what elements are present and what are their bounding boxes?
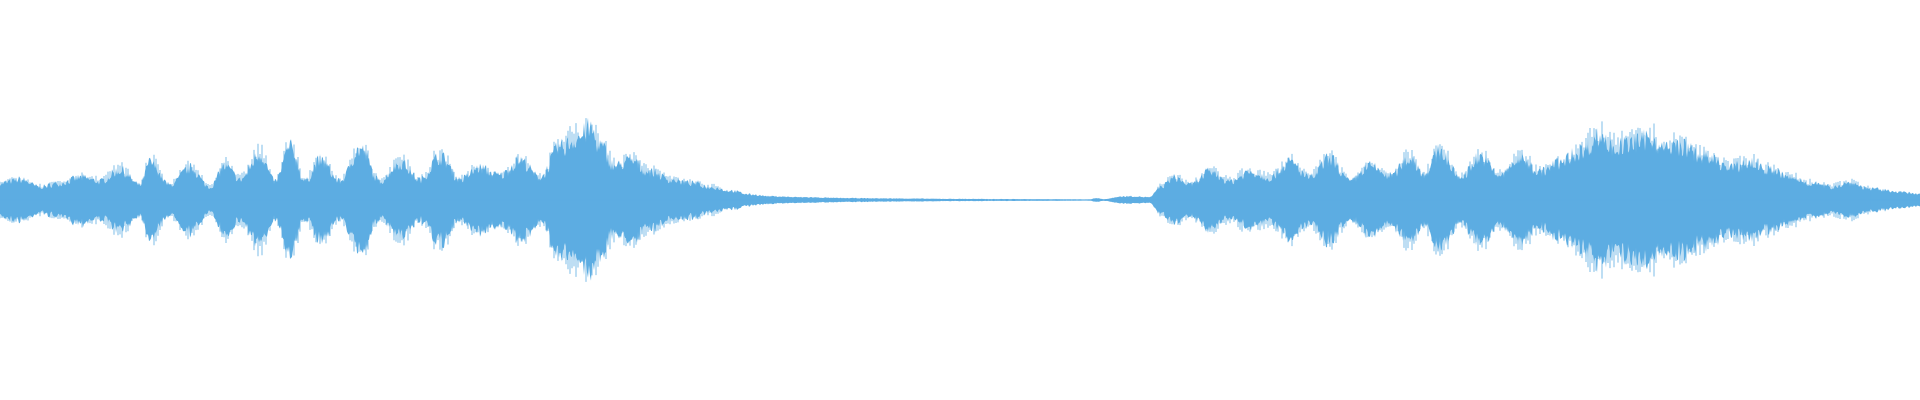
waveform-envelope [0, 117, 1920, 281]
